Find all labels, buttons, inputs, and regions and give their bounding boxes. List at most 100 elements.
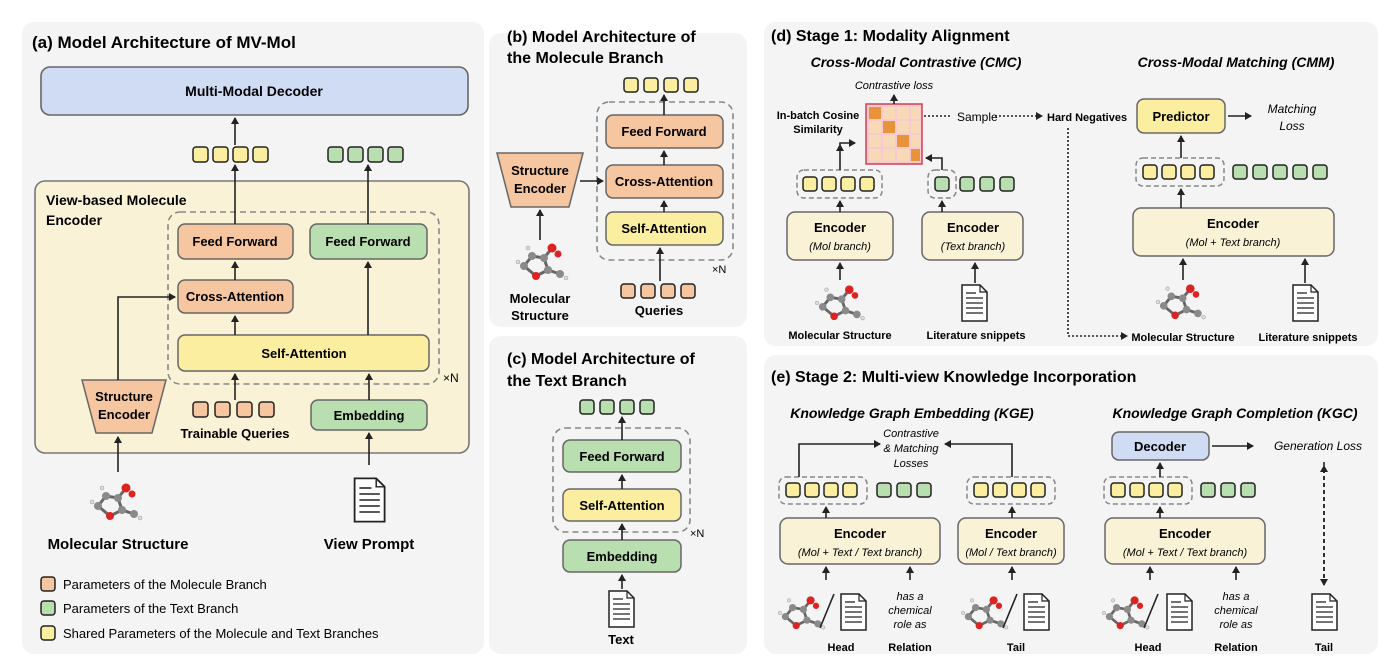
- kge-tail-tokens: [973, 482, 1046, 498]
- contrastive-loss-label: Contrastive loss: [855, 80, 934, 92]
- cmm-cls-group: [1135, 157, 1225, 187]
- kgc-encoder-label: Encoder: [1159, 526, 1211, 541]
- cmm-encoder-sub: (Mol + Text branch): [1186, 237, 1281, 249]
- cmc-text-tokens: [934, 176, 1015, 192]
- panel-d: (d) Stage 1: Modality Alignment Cross-Mo…: [764, 22, 1378, 346]
- cmm-text-tokens: [1232, 164, 1328, 180]
- kge-relation-line1: has a: [897, 591, 924, 603]
- kgc-relation-label: Relation: [1214, 642, 1258, 654]
- molecular-structure-label: Molecular Structure: [48, 536, 189, 553]
- legend-swatch-shared: [40, 625, 56, 641]
- kgc-relation-tokens: [1200, 482, 1256, 498]
- panel-b-arrows: [536, 94, 668, 281]
- legend-label-text: Parameters of the Text Branch: [63, 601, 238, 616]
- structure-encoder-line1: Structure: [95, 389, 153, 404]
- kge-head-document-icon: [840, 593, 867, 631]
- panel-b-title-line2: the Molecule Branch: [507, 50, 663, 67]
- panel-b-output-tokens: [623, 77, 699, 93]
- kge-relation-label: Relation: [888, 642, 932, 654]
- panel-e-background: [764, 355, 1378, 654]
- kgc-cls-group: [1103, 476, 1193, 505]
- legend: Parameters of the Molecule Branch Parame…: [40, 576, 379, 641]
- kge-tail-label: Tail: [1007, 642, 1025, 654]
- structure-encoder-block: [81, 379, 167, 434]
- matching-loss-line1: Matching: [1268, 102, 1317, 116]
- similarity-matrix: [865, 103, 923, 165]
- multimodal-decoder-label: Multi-Modal Decoder: [185, 83, 323, 99]
- panel-b-query-tokens: [620, 283, 696, 299]
- panel-a-arrows: [114, 117, 373, 472]
- kge-head-encoder-sub: (Mol + Text / Text branch): [798, 547, 923, 559]
- kge-relation-line2: chemical: [888, 605, 932, 617]
- feed-forward-mol-label: Feed Forward: [192, 234, 277, 249]
- panel-e-arrows: [798, 440, 1328, 586]
- panel-c-title-line2: the Text Branch: [507, 373, 627, 390]
- losses-line2: & Matching: [883, 443, 939, 455]
- panel-c-self-attention-label: Self-Attention: [579, 498, 664, 513]
- panel-b: (b) Model Architecture of the Molecule B…: [489, 29, 747, 327]
- panel-d-title: (d) Stage 1: Modality Alignment: [771, 28, 1010, 45]
- kge-relation-tokens: [876, 482, 932, 498]
- losses-line3: Losses: [894, 458, 929, 470]
- kge-title: Knowledge Graph Embedding (KGE): [790, 405, 1034, 421]
- embedding-label: Embedding: [334, 408, 405, 423]
- kge-tail-encoder-sub: (Mol / Text branch): [965, 547, 1057, 559]
- kge-head-encoder: [779, 517, 941, 565]
- losses-line1: Contrastive: [883, 428, 939, 440]
- text-output-tokens: [327, 146, 404, 163]
- panel-c-feed-forward-label: Feed Forward: [579, 449, 664, 464]
- predictor-label: Predictor: [1152, 109, 1209, 124]
- cmc-molecular-structure-label: Molecular Structure: [788, 330, 891, 342]
- panel-c-document-icon: [608, 590, 635, 628]
- panel-c-output-tokens: [579, 399, 655, 415]
- cmm-encoder-label: Encoder: [1207, 216, 1259, 231]
- kge-tail-encoder-label: Encoder: [985, 526, 1037, 541]
- feed-forward-text-label: Feed Forward: [325, 234, 410, 249]
- cosine-label-line1: In-batch Cosine: [777, 110, 860, 122]
- cross-attention-label: Cross-Attention: [186, 289, 284, 304]
- panel-e: (e) Stage 2: Multi-view Knowledge Incorp…: [764, 355, 1378, 654]
- self-attention-block: [177, 334, 430, 372]
- trainable-queries-label: Trainable Queries: [180, 426, 289, 441]
- cosine-label-line2: Similarity: [793, 124, 843, 136]
- panel-b-structure-encoder-line1: Structure: [511, 163, 569, 178]
- cmc-text-encoder-sub: (Text branch): [941, 241, 1006, 253]
- panel-c-repeat-label: ×N: [690, 528, 704, 540]
- panel-b-queries-label: Queries: [635, 303, 683, 318]
- legend-label-shared: Shared Parameters of the Molecule and Te…: [63, 626, 379, 641]
- panel-b-self-attention-label: Self-Attention: [621, 221, 706, 236]
- panel-b-molecular-label-line1: Molecular: [510, 291, 571, 306]
- kgc-head-tokens: [1110, 482, 1183, 498]
- cmc-title: Cross-Modal Contrastive (CMC): [811, 54, 1022, 70]
- generation-loss-label: Generation Loss: [1274, 439, 1362, 453]
- kgc-decoder-label: Decoder: [1134, 439, 1186, 454]
- panel-b-title-line1: (b) Model Architecture of: [507, 29, 696, 46]
- kge-head-encoder-label: Encoder: [834, 526, 886, 541]
- legend-swatch-text: [40, 600, 56, 616]
- panel-b-feed-forward-label: Feed Forward: [621, 124, 706, 139]
- hard-negatives-label: Hard Negatives: [1047, 112, 1127, 124]
- panel-b-molecular-label-line2: Structure: [511, 308, 569, 323]
- kge-tail-encoder: [957, 517, 1065, 565]
- mol-output-tokens: [192, 146, 269, 163]
- cmc-document-icon: [961, 284, 988, 322]
- kgc-relation-line2: chemical: [1214, 605, 1258, 617]
- kge-head-tokens: [785, 482, 858, 498]
- legend-swatch-mol: [40, 576, 56, 592]
- panel-b-structure-encoder-line2: Encoder: [514, 181, 566, 196]
- kge-tail-cls-group: [966, 476, 1056, 505]
- multimodal-decoder: [40, 66, 469, 116]
- panel-a: (a) Model Architecture of MV-Mol Multi-M…: [22, 22, 484, 654]
- kge-tail-document-icon: [1023, 593, 1050, 631]
- kgc-title: Knowledge Graph Completion (KGC): [1113, 405, 1358, 421]
- panel-b-repeat-label: ×N: [712, 264, 726, 276]
- repeat-block: [167, 211, 440, 385]
- panel-e-title: (e) Stage 2: Multi-view Knowledge Incorp…: [771, 369, 1136, 386]
- legend-label-mol: Parameters of the Molecule Branch: [63, 577, 267, 592]
- kge-head-label: Head: [828, 642, 855, 654]
- encoder-title-line1: View-based Molecule: [46, 192, 187, 208]
- kge-tail-separator: [1002, 593, 1018, 629]
- kgc-head-separator: [1143, 593, 1159, 629]
- cmm-literature-label: Literature snippets: [1258, 332, 1357, 344]
